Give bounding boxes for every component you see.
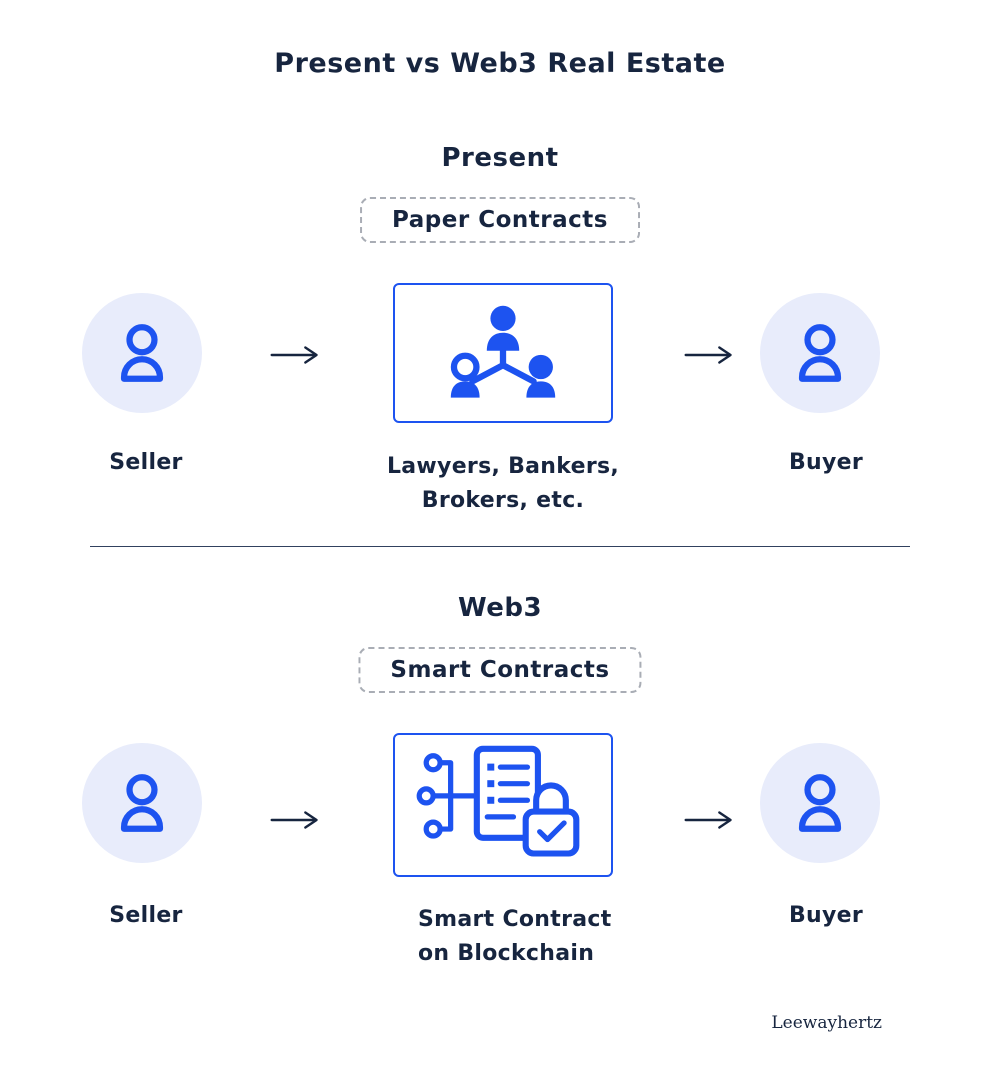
arrow-right-icon: [268, 805, 324, 835]
web3-center-label: Smart Contract on Blockchain: [418, 903, 678, 971]
arrow-right-icon: [682, 340, 738, 370]
person-icon: [120, 324, 164, 382]
present-heading: Present: [441, 143, 559, 173]
present-center-label-line2: Brokers, etc.: [421, 488, 585, 514]
web3-heading: Web3: [457, 593, 543, 623]
web3-seller-label: Seller: [109, 903, 183, 928]
person-icon: [120, 774, 164, 832]
arrow-right-icon: [268, 340, 324, 370]
person-icon: [798, 774, 842, 832]
brand-watermark: Leewayhertz: [771, 1013, 882, 1033]
present-buyer-avatar: [760, 293, 880, 413]
smart-contracts-badge-label: Smart Contracts: [390, 657, 610, 683]
web3-center-label-line2: on Blockchain: [418, 941, 595, 967]
person-icon: [798, 324, 842, 382]
smart-contract-box: [393, 733, 613, 877]
arrow-right-icon: [682, 805, 738, 835]
paper-contracts-badge: Paper Contracts: [360, 197, 640, 243]
present-seller-label: Seller: [109, 450, 183, 475]
smart-contract-icon: [416, 745, 580, 857]
web3-seller-avatar: [82, 743, 202, 863]
present-center-label-line1: Lawyers, Bankers,: [386, 454, 620, 479]
web3-buyer-avatar: [760, 743, 880, 863]
web3-center-label-line1: Smart Contract: [418, 907, 612, 932]
web3-buyer-label: Buyer: [788, 903, 864, 928]
page-title: Present vs Web3 Real Estate: [274, 48, 726, 79]
present-buyer-label: Buyer: [788, 450, 864, 475]
present-center-label: Lawyers, Bankers, Brokers, etc.: [363, 450, 643, 518]
intermediaries-box: [393, 283, 613, 423]
people-network-icon: [450, 305, 556, 398]
present-seller-avatar: [82, 293, 202, 413]
section-divider: [90, 546, 910, 547]
smart-contracts-badge: Smart Contracts: [358, 647, 642, 693]
paper-contracts-badge-label: Paper Contracts: [392, 207, 608, 233]
